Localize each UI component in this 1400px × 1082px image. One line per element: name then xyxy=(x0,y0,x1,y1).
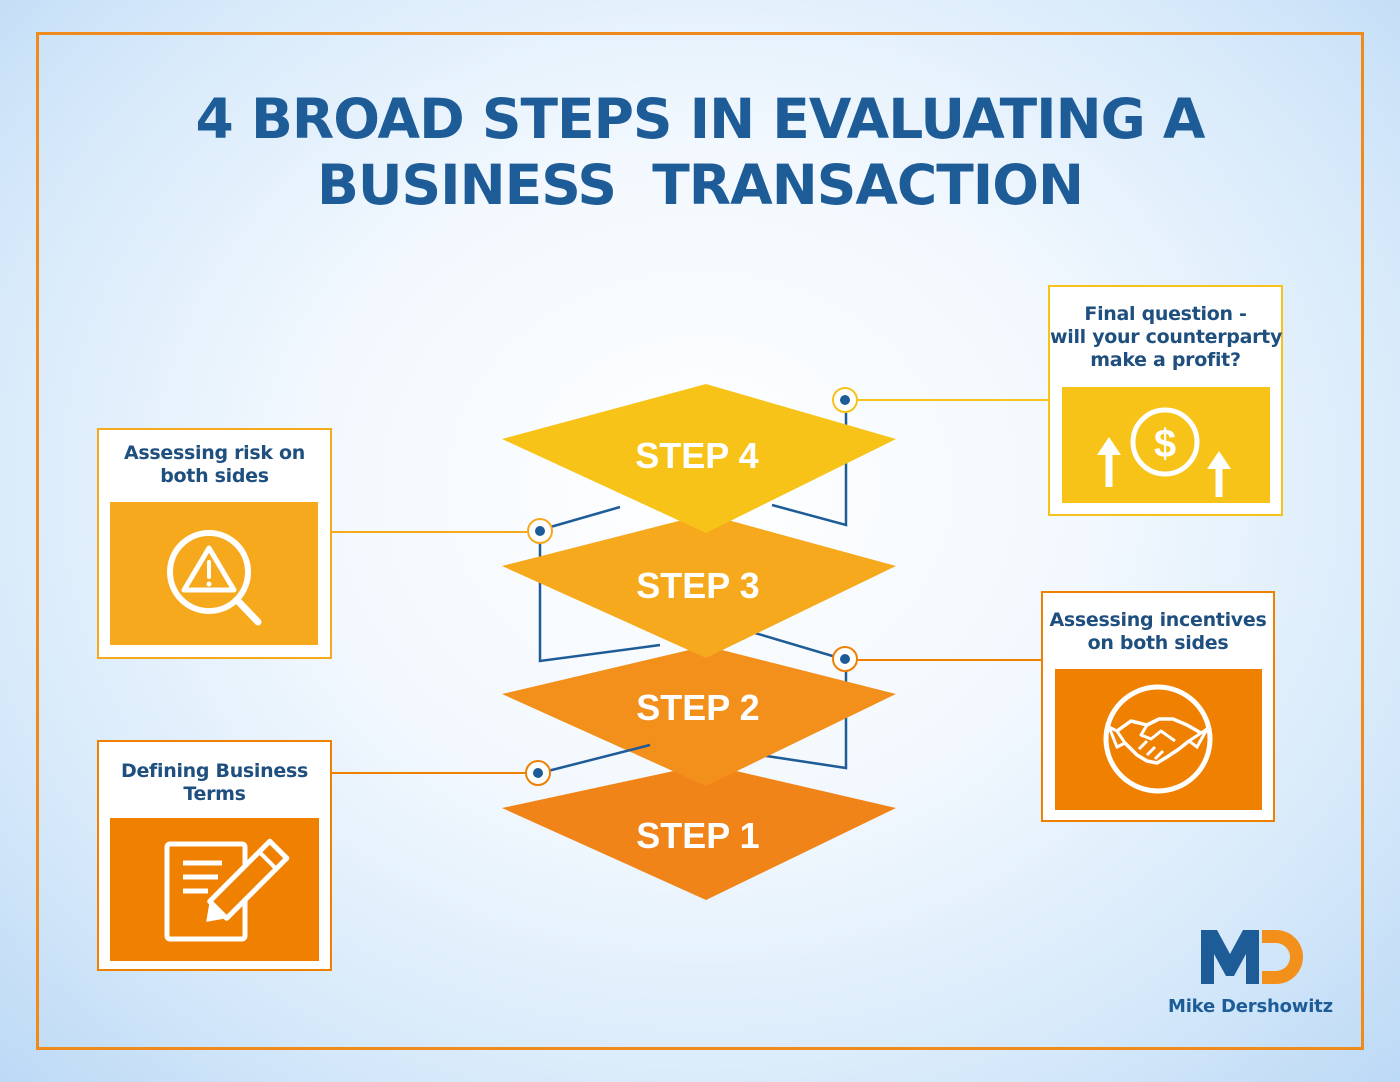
border-frame xyxy=(36,32,1364,1050)
card-profit-label: Final question - will your counterparty … xyxy=(1050,303,1283,371)
logo-monogram xyxy=(1201,930,1303,984)
connector-dot-step1 xyxy=(525,760,551,786)
card-terms-label: Defining Business Terms xyxy=(121,760,308,805)
page-title: 4 BROAD STEPS IN EVALUATING A BUSINESS T… xyxy=(0,86,1400,218)
card-risk: Assessing risk on both sides xyxy=(97,428,332,659)
step-2-label: STEP 2 xyxy=(636,687,759,728)
logo-name: Mike Dershowitz xyxy=(1168,996,1333,1017)
handshake-icon xyxy=(1103,684,1213,794)
connector-step4-left xyxy=(539,505,621,532)
connector-dot-step2 xyxy=(832,646,858,672)
step-4-diamond xyxy=(502,384,896,533)
dollar-arrows-icon: $ xyxy=(1097,407,1231,497)
connector-step2-right-top xyxy=(754,631,847,662)
step-1-label: STEP 1 xyxy=(636,815,759,856)
card-profit: Final question - will your counterparty … xyxy=(1048,285,1283,516)
title-line-1: 4 BROAD STEPS IN EVALUATING A xyxy=(195,87,1206,151)
card-incentives: Assessing incentives on both sides xyxy=(1041,591,1275,822)
card-incentives-label: Assessing incentives on both sides xyxy=(1049,609,1267,654)
step-3-label: STEP 3 xyxy=(636,565,759,606)
title-line-2: BUSINESS TRANSACTION xyxy=(316,153,1084,217)
step-4-label: STEP 4 xyxy=(635,435,758,476)
card-risk-label: Assessing risk on both sides xyxy=(123,442,305,487)
card-terms: Defining Business Terms xyxy=(97,740,332,971)
warning-magnifier-icon xyxy=(167,530,262,626)
step-2-diamond xyxy=(502,646,896,786)
card-profit-icon-box: $ xyxy=(1062,387,1270,503)
step-1-diamond xyxy=(502,764,896,900)
connector-step1-left xyxy=(539,743,651,775)
document-pen-icon xyxy=(164,838,290,942)
connector-dot-step4 xyxy=(832,387,858,413)
svg-text:$: $ xyxy=(1154,422,1176,466)
connector-dot-step3 xyxy=(527,518,553,544)
card-terms-icon-box xyxy=(110,818,319,961)
card-risk-icon-box xyxy=(110,502,318,645)
step-3-diamond xyxy=(502,514,896,658)
card-incentives-icon-box xyxy=(1055,669,1262,810)
